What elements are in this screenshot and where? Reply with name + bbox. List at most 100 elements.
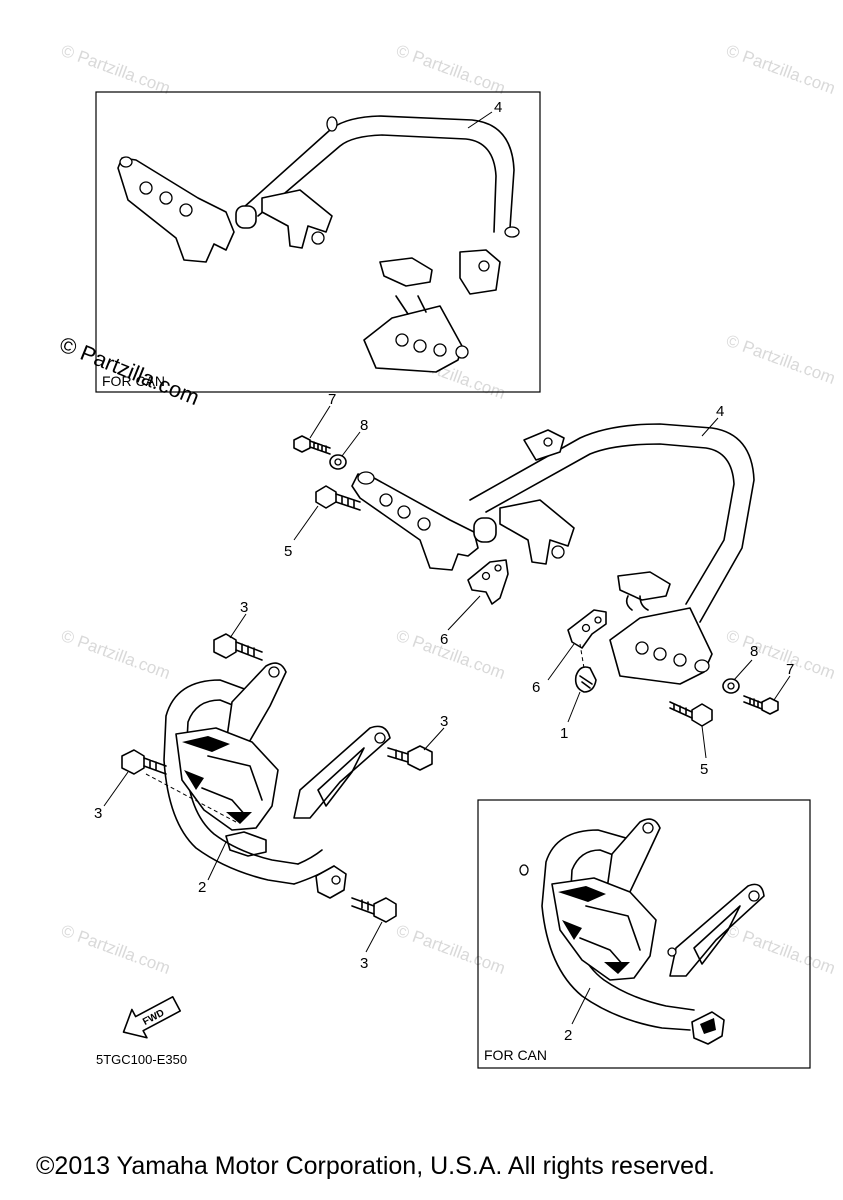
bolt-5-right-shank [669,701,693,719]
callout-numbers: 4 7 8 5 6 6 1 5 8 7 3 3 3 2 3 [94,391,794,972]
bolt-7-right-head [761,697,779,715]
bumper-right-arm-cutout [317,747,365,807]
grab-bar-tube-outer [469,423,755,623]
leader-6-left [447,595,481,631]
bolt-3-top-shank [235,641,263,661]
bolt-5-left-head [315,485,337,509]
watermark: © Partzilla.com [394,626,508,683]
inset-bottom: 2 FOR CAN [477,799,811,1069]
inset-bumper-skid [551,877,657,981]
inset-bumper-right-arm [669,883,765,977]
inset-top-bracket-hole [159,191,173,205]
inset-bumper-upper-arm [605,818,661,897]
bolt-3-top-head [213,633,237,659]
bolt-5-left-shank [335,493,361,511]
plate-6-left-hole [494,564,502,572]
main-grab-bar [351,423,755,685]
leader-8-left [341,431,361,457]
watermark: © Partzilla.com [724,41,838,98]
callout-8-left: 8 [360,417,368,434]
watermark: © Partzilla.com [394,41,508,98]
grab-bar-tab-hole [543,437,553,447]
bolt-7-left-shank [309,440,331,455]
watermark: © Partzilla.com [724,626,838,683]
inset-bumper-tube-outer [541,829,691,1031]
left-bracket-hole [379,493,393,507]
callout-7-right: 7 [786,661,794,678]
watermark: © Partzilla.com [394,921,508,978]
inset-top-bracket-hole [139,181,153,195]
bumper-right-arm [293,725,391,819]
inset-side-pin [667,947,677,957]
bolt-7-left [293,435,331,455]
bumper-tube-inner [185,699,299,865]
grab-bar-mid-plate [499,499,575,565]
leader-3-top [229,613,247,639]
leader-7-left [309,405,331,439]
inset-skid-ridge [579,905,641,967]
watermark: © Partzilla.com [724,331,838,388]
inset-top-mid-plate [261,189,333,249]
watermark-layer: © Partzilla.com © Partzilla.com © Partzi… [59,41,838,978]
inset-top-frame [95,91,541,393]
bolt-7-left-head [293,435,311,453]
right-bracket-hole [635,641,649,655]
bolt-3-left-head [121,749,145,775]
right-bracket-loop [625,595,649,611]
bumper-guide [145,773,237,823]
watermark: © Partzilla.com [59,626,173,683]
part-1-clip [574,643,597,693]
leader-6-right [547,643,575,681]
callout-2: 2 [198,879,206,896]
right-bracket-collar [694,659,710,673]
bolt-5-right-head [691,703,713,727]
plate-6-right-hole [594,616,602,624]
watermark: © Partzilla.com [59,921,173,978]
inset-top-leader-4 [467,111,493,129]
main-bumper [145,662,391,899]
skid-plate-lower [225,831,267,857]
bolt-7-right [743,695,779,715]
inset-top-right-plate [379,257,433,287]
bolt-3-right-head [407,745,433,771]
inset-top-lower-hole [433,343,447,357]
callout-3-right: 3 [440,713,448,730]
inset-top-lower-tube [395,295,427,315]
leader-3-bottom [365,921,383,953]
skid-plate-ridge [201,755,263,817]
diagram-ref-code: 5TGC100-E350 [96,1052,187,1067]
inset-top-label: FOR CAN [102,373,165,389]
bolt-3-bottom [351,897,397,923]
right-bracket-hole [653,647,667,661]
copyright-notice: ©2013 Yamaha Motor Corporation, U.S.A. A… [36,1152,715,1180]
callout-7-left: 7 [328,391,336,408]
grab-bar-tube-inner [485,443,735,605]
callout-3-bottom: 3 [360,955,368,972]
bolt-3-bottom-shank [351,897,375,915]
grab-bar-left-bracket [351,473,479,571]
callout-1: 1 [560,725,568,742]
leader-2 [207,841,227,881]
bumper-upper-arm [225,662,287,745]
plate-6-left-hole [481,571,491,581]
bumper-right-arm-hole [374,732,386,744]
callout-3-left: 3 [94,805,102,822]
plate-6-left [467,559,509,605]
bolt-5-left [315,485,361,511]
callout-8-right: 8 [750,643,758,660]
left-bracket-hole [397,505,411,519]
fwd-arrow-shape [122,996,182,1039]
part-6-plates [467,559,607,649]
bumper-skid-plate [175,727,279,831]
mid-plate-hole [551,545,565,559]
inset-side-pin [519,864,529,876]
bolt-3-top [213,633,263,661]
callout-5-left: 5 [284,543,292,560]
inset-top-bracket-hole [179,203,193,217]
inset-top-mid-hole [311,231,325,245]
leader-lines [103,405,791,953]
grab-bar-right-bracket [609,607,713,685]
callout-6-left: 6 [440,631,448,648]
inset-top-lower-collar [455,345,469,359]
